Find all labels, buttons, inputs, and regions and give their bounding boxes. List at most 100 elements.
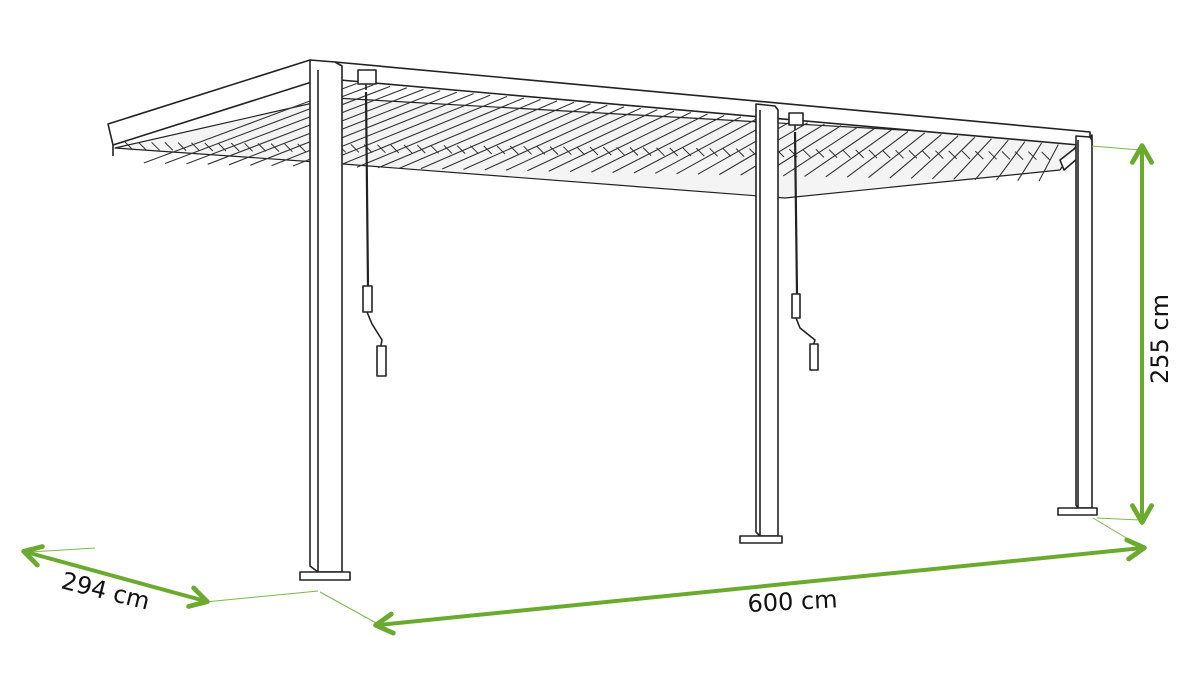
louver-slat xyxy=(740,123,825,176)
louver-slat-edge xyxy=(416,144,426,154)
louver-slat xyxy=(441,103,591,170)
louver-slat-edge xyxy=(164,142,174,151)
louver-slat xyxy=(463,104,608,171)
louver-slat-edge xyxy=(669,147,679,157)
post-rear-right xyxy=(1057,135,1098,516)
louver-slat-edge xyxy=(257,143,267,152)
louver-slat-edge xyxy=(802,148,811,158)
height-label: 255 cm xyxy=(1146,294,1174,384)
louver-slat-edge xyxy=(217,142,227,152)
louver-slat-edge xyxy=(895,149,904,159)
louver-slat-edge xyxy=(177,142,187,151)
louver-slat-edge xyxy=(735,148,745,157)
louver-slat xyxy=(207,87,407,165)
louver-slat-edge xyxy=(270,143,280,152)
louver-slat-edge xyxy=(509,145,519,155)
louver-slat xyxy=(1038,144,1059,182)
louver-slat-edge xyxy=(881,149,891,159)
crank-right xyxy=(788,112,819,371)
louver-slat-edge xyxy=(496,145,506,155)
width-extension-line xyxy=(1092,517,1144,549)
louver-slat-edge xyxy=(948,150,958,160)
louver-slat-edge xyxy=(350,144,360,153)
width-extension-line xyxy=(319,591,379,625)
louver-slat xyxy=(399,100,558,169)
louver-slat-edge xyxy=(988,150,997,160)
louver-slat xyxy=(569,112,692,173)
louver-slat-edge xyxy=(297,143,307,153)
louver-slat-edge xyxy=(1041,151,1051,161)
louver-slat-edge xyxy=(855,149,865,159)
louver-slat-edge xyxy=(616,146,625,156)
louver-slat xyxy=(548,110,675,172)
louver-slat-edge xyxy=(470,145,479,155)
louver-slat-edge xyxy=(921,150,931,159)
louver-slat-edge xyxy=(629,147,639,156)
louver-slat-edge xyxy=(682,147,692,157)
louver-slat xyxy=(974,139,1009,181)
post-front-left xyxy=(299,59,351,581)
louver-slat-edge xyxy=(1001,151,1011,160)
louver-slat xyxy=(804,128,875,177)
louver-slat-edge xyxy=(230,142,240,152)
louver-slat xyxy=(612,115,725,173)
louver-slat-edge xyxy=(363,144,373,153)
louver-slat-edge xyxy=(191,142,200,152)
louver-slat-edge xyxy=(377,144,386,154)
louver-slat xyxy=(591,113,708,173)
louver-slat xyxy=(335,95,508,168)
dimension-depth: 294 cm xyxy=(21,544,319,616)
louver-slat-edge xyxy=(589,146,599,156)
louver-slat-edge xyxy=(390,144,400,154)
dimension-width: 600 cm xyxy=(319,517,1147,636)
louver-slat-edge xyxy=(576,146,586,156)
louver-slat-edge xyxy=(974,150,984,160)
louver-slat-edge xyxy=(709,147,718,157)
louver-slat xyxy=(953,138,992,180)
louver-slat-edge xyxy=(284,143,293,153)
louver-slat-edge xyxy=(483,145,493,155)
crank-left xyxy=(357,69,387,377)
louver-slat-edge xyxy=(204,142,214,152)
louver-slat-edge xyxy=(563,146,572,156)
louver-slat-edge xyxy=(549,146,559,155)
louver-slat-edge xyxy=(961,150,971,160)
louver-slat xyxy=(889,133,942,179)
depth-extension-line xyxy=(29,547,96,553)
louver-slat-edge xyxy=(523,145,532,155)
louver-slat xyxy=(1017,142,1043,181)
width-arrow xyxy=(373,537,1147,636)
louver-slat-edge xyxy=(403,144,413,154)
width-label: 600 cm xyxy=(747,585,838,618)
louver-slat-edge xyxy=(868,149,878,159)
louver-slat-edge xyxy=(151,141,160,151)
louver-slat-edge xyxy=(642,147,652,156)
louver-slat xyxy=(250,90,441,166)
louver-slat xyxy=(655,117,758,174)
louver-slat-edge xyxy=(443,145,453,154)
louver-slat-edge xyxy=(244,142,253,152)
louver-slat xyxy=(356,97,525,168)
louver-slat-edge xyxy=(1014,151,1024,160)
louver-slat-edge xyxy=(695,147,705,157)
louver-slat-edge xyxy=(908,150,918,159)
louver-slat xyxy=(868,132,926,179)
louver-slat-edge xyxy=(722,148,732,157)
louver-slat xyxy=(505,107,641,171)
depth-arrow xyxy=(21,544,210,609)
louver-slat-edge xyxy=(602,146,612,156)
depth-extension-line xyxy=(204,590,319,603)
height-extension-line xyxy=(1091,145,1141,151)
louver-slat xyxy=(314,94,491,168)
louver-slat-edge xyxy=(842,149,851,159)
louver-slat-edge xyxy=(828,149,838,158)
height-extension-line xyxy=(1096,517,1141,521)
louver-slat-edge xyxy=(1028,151,1037,161)
louver-slat xyxy=(484,106,625,171)
louver-slat-edge xyxy=(935,150,944,160)
louver-slat-edge xyxy=(456,145,466,154)
dimension-height: 255 cm xyxy=(1091,143,1174,525)
louver-slat xyxy=(995,141,1026,181)
louver-slat xyxy=(846,131,909,178)
